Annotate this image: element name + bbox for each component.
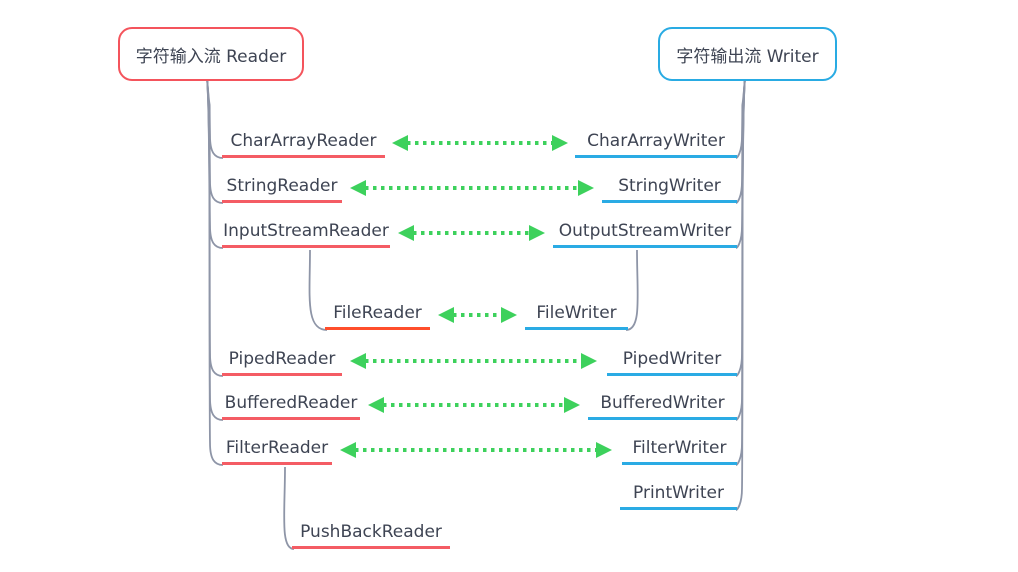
node-stringwriter[interactable]: StringWriter	[602, 171, 737, 203]
link-inputstreamreader-outputstreamwriter-right-arrowhead-icon	[529, 225, 545, 241]
branch-to-printwriter	[735, 76, 746, 511]
node-outputstreamwriter[interactable]: OutputStreamWriter	[553, 216, 737, 248]
link-inputstreamreader-outputstreamwriter-left-arrowhead-icon	[398, 225, 414, 241]
node-filereader[interactable]: FileReader	[325, 298, 430, 330]
node-chararraywriter-label: CharArrayWriter	[587, 130, 725, 151]
link-bufferedreader-bufferedwriter-right-arrowhead-icon	[564, 397, 580, 413]
node-outputstreamwriter-label: OutputStreamWriter	[558, 220, 732, 241]
node-filewriter-label: FileWriter	[536, 302, 617, 323]
link-filterreader-filterwriter	[340, 442, 612, 458]
link-bufferedreader-bufferedwriter-left-arrowhead-icon	[368, 397, 384, 413]
root-node-writer-label: 字符输出流 Writer	[676, 46, 819, 67]
node-stringwriter-label: StringWriter	[618, 175, 721, 196]
node-bufferedreader-label: BufferedReader	[224, 392, 358, 413]
node-bufferedreader[interactable]: BufferedReader	[222, 388, 360, 420]
node-pipedreader-label: PipedReader	[228, 348, 336, 369]
link-pipedreader-pipedwriter-right-arrowhead-icon	[581, 353, 597, 369]
branch-to-filterreader	[206, 76, 224, 466]
node-chararrayreader[interactable]: CharArrayReader	[222, 126, 385, 158]
link-chararrayreader-chararraywriter	[392, 135, 568, 151]
node-inputstreamreader-label: InputStreamReader	[223, 220, 389, 241]
node-printwriter-label: PrintWriter	[633, 482, 724, 503]
node-filterwriter[interactable]: FilterWriter	[622, 433, 737, 465]
link-chararrayreader-chararraywriter-right-arrowhead-icon	[552, 135, 568, 151]
node-bufferedwriter-label: BufferedWriter	[600, 392, 725, 413]
node-chararraywriter[interactable]: CharArrayWriter	[575, 126, 737, 158]
branch-to-pushbackreader	[283, 466, 295, 550]
link-chararrayreader-chararraywriter-left-arrowhead-icon	[392, 135, 408, 151]
link-stringreader-stringwriter	[350, 180, 594, 196]
branch-to-filewriter	[625, 249, 639, 331]
node-stringreader[interactable]: StringReader	[222, 171, 342, 203]
link-bufferedreader-bufferedwriter	[368, 397, 580, 413]
link-stringreader-stringwriter-right-arrowhead-icon	[578, 180, 594, 196]
root-node-reader-label: 字符输入流 Reader	[135, 46, 287, 67]
link-filereader-filewriter	[438, 307, 517, 323]
link-pipedreader-pipedwriter	[350, 353, 597, 369]
node-printwriter[interactable]: PrintWriter	[620, 478, 737, 510]
link-filterreader-filterwriter-right-arrowhead-icon	[596, 442, 612, 458]
node-bufferedwriter[interactable]: BufferedWriter	[588, 388, 737, 420]
node-filterreader-label: FilterReader	[225, 437, 329, 458]
node-filereader-label: FileReader	[333, 302, 422, 323]
root-node-reader[interactable]: 字符输入流 Reader	[118, 27, 304, 81]
link-pipedreader-pipedwriter-left-arrowhead-icon	[350, 353, 366, 369]
node-inputstreamreader[interactable]: InputStreamReader	[222, 216, 390, 248]
node-filterreader[interactable]: FilterReader	[222, 433, 332, 465]
link-inputstreamreader-outputstreamwriter	[398, 225, 545, 241]
node-pipedreader[interactable]: PipedReader	[222, 344, 342, 376]
link-filterreader-filterwriter-left-arrowhead-icon	[340, 442, 356, 458]
node-filewriter[interactable]: FileWriter	[525, 298, 628, 330]
node-pipedwriter[interactable]: PipedWriter	[607, 344, 737, 376]
link-filereader-filewriter-right-arrowhead-icon	[501, 307, 517, 323]
node-stringreader-label: StringReader	[226, 175, 338, 196]
link-filereader-filewriter-left-arrowhead-icon	[438, 307, 454, 323]
node-filterwriter-label: FilterWriter	[632, 437, 727, 458]
node-pushbackreader-label: PushBackReader	[300, 521, 442, 542]
node-pipedwriter-label: PipedWriter	[622, 348, 722, 369]
link-stringreader-stringwriter-left-arrowhead-icon	[350, 180, 366, 196]
node-pushbackreader[interactable]: PushBackReader	[292, 517, 450, 549]
node-chararrayreader-label: CharArrayReader	[230, 130, 377, 151]
root-node-writer[interactable]: 字符输出流 Writer	[658, 27, 837, 81]
branch-to-filereader	[308, 249, 328, 331]
